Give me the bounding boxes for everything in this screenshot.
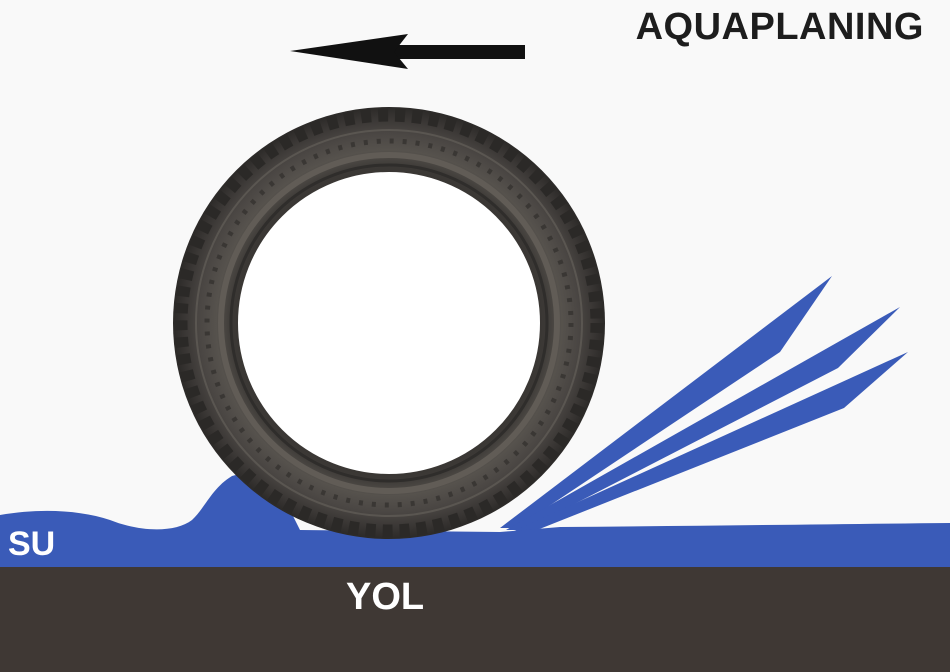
diagram-title: AQUAPLANING xyxy=(635,6,924,48)
tire-icon xyxy=(173,107,605,539)
water-label: SU xyxy=(8,525,56,563)
road-label: YOL xyxy=(346,576,425,618)
water-spray xyxy=(500,276,908,532)
water-layer xyxy=(0,474,950,575)
road-surface xyxy=(0,567,950,672)
arrow-left-icon xyxy=(290,34,525,69)
